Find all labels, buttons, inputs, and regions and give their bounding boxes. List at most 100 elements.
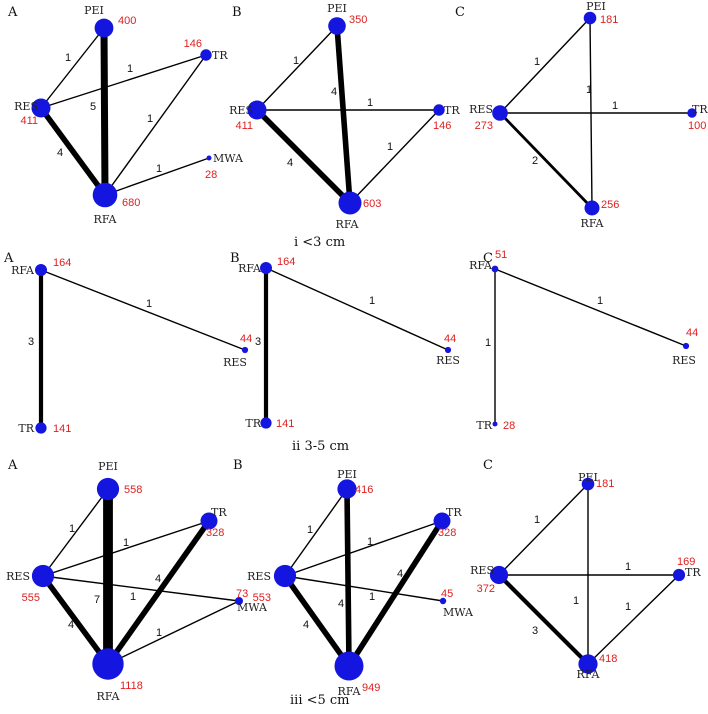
row2-panel-b-node-count-rfa: 164 — [277, 256, 295, 268]
row1-panel-c-edge-label-res-tr: 1 — [612, 100, 618, 112]
row2-panel-c-node-rfa — [491, 265, 499, 273]
row3-panel-b-edge-label-res-rfa: 4 — [303, 619, 309, 631]
row2-panel-c-edge-label-rfa-tr: 1 — [485, 337, 491, 349]
row1-panel-b-node-label-pei: PEI — [327, 2, 347, 15]
row1-panel-a-edge-label-rfa-mwa: 1 — [156, 163, 162, 175]
row1-panel-a-node-label-mwa: MWA — [213, 152, 244, 165]
row1-panel-b-edge-pei-rfa — [334, 25, 353, 204]
row3-panel-c-edge-res-rfa — [497, 573, 590, 666]
row2-panel-a-node-count-res: 44 — [240, 333, 252, 345]
row1-panel-b-node-count-tr: 146 — [433, 120, 451, 132]
row3-panel-a-node-count-mwa: 73 — [236, 588, 248, 600]
row3-panel-a-edge-label-res-mwa: 1 — [130, 591, 136, 603]
row2-panel-b-node-label-res: RES — [436, 354, 460, 367]
row3-panel-b-node-count-mwa: 45 — [441, 588, 453, 600]
row1-panel-a-edge-label-res-rfa: 4 — [57, 147, 63, 159]
row1-panel-a-edge-res-pei — [40, 27, 105, 109]
row1-panel-c-node-count-pei: 181 — [600, 14, 618, 26]
row1-panel-b-edge-res-rfa — [255, 108, 352, 205]
row1-panel-b-node-label-tr: TR — [444, 104, 460, 117]
row3-panel-a-edge-label-res-rfa: 4 — [68, 619, 74, 631]
row2-panel-a-node-rfa — [35, 264, 47, 276]
nodes-layer — [31, 11, 697, 681]
row3-panel-c-node-res — [489, 565, 509, 585]
row1-panel-c-node-pei — [583, 11, 597, 25]
row2-panel-c-node-tr — [492, 421, 498, 427]
row1-panel-c-node-count-tr: 100 — [688, 120, 706, 132]
row1-panel-a-node-pei — [94, 18, 114, 38]
row2-panel-c-node-label-rfa: RFA — [469, 259, 493, 272]
row1-panel-b-node-tr — [433, 104, 445, 116]
row3-panel-a-node-count-pei: 558 — [124, 484, 142, 496]
row2-panel-a-edge-rfa-res — [40, 269, 246, 351]
row3-panel-a-edge-rfa-mwa — [107, 600, 240, 665]
row1-panel-b-node-label-rfa: RFA — [336, 218, 360, 231]
row1-panel-b-node-count-pei: 350 — [349, 14, 367, 26]
row3-panel-b-node-mwa — [439, 597, 447, 605]
row1-panel-b-node-rfa — [338, 191, 362, 215]
row1-panel-c-node-count-res: 273 — [475, 120, 493, 132]
row3-panel-a-edge-res-rfa — [40, 574, 111, 666]
row3-panel-a-edge-label-pei-rfa: 7 — [94, 594, 100, 606]
row1-panel-a-node-res — [31, 98, 51, 118]
row3-panel-b-edge-label-tr-rfa: 4 — [397, 568, 403, 580]
row1-panel-a-node-count-res: 411 — [20, 115, 38, 127]
row1-panel-b-edge-res-pei — [256, 25, 338, 111]
row3-panel-b-node-label-pei: PEI — [337, 468, 357, 481]
row3-panel-a-node-pei — [96, 477, 120, 501]
row2-panel-b-node-tr — [260, 417, 272, 429]
row3-caption: iii <5 cm — [290, 693, 350, 708]
row3-panel-b-letter: B — [233, 458, 243, 473]
row3-panel-b-node-count-tr: 328 — [438, 527, 456, 539]
row1-panel-b-node-pei — [328, 17, 346, 35]
row1-caption: i <3 cm — [294, 235, 345, 250]
row3-panel-b-node-label-res: RES — [247, 570, 271, 583]
row3-panel-b-node-count-pei: 416 — [355, 484, 373, 496]
row3-panel-a-edge-label-res-tr: 1 — [123, 537, 129, 549]
row3-panel-c-node-tr — [672, 568, 686, 582]
row3-panel-b-node-rfa — [334, 651, 364, 681]
row3-panel-b-edge-res-pei — [284, 488, 348, 577]
row3-panel-c-node-label-res: RES — [470, 564, 494, 577]
row3-panel-b-node-tr — [433, 512, 451, 530]
row3-panel-a-edge-label-res-pei: 1 — [69, 523, 75, 535]
row1-panel-b-node-res — [247, 100, 267, 120]
row1-panel-a-node-count-rfa: 680 — [122, 197, 140, 209]
row1-panel-a-edge-pei-rfa — [100, 27, 109, 196]
row3-panel-b-edge-res-rfa — [282, 574, 352, 668]
row3-panel-b-edge-label-res-mwa: 1 — [369, 591, 375, 603]
row1-panel-a-edge-label-tr-rfa: 1 — [147, 113, 153, 125]
row2-panel-a-edge-label-rfa-tr: 3 — [28, 336, 34, 348]
row1-panel-a-node-mwa — [206, 155, 212, 161]
row3-panel-a-edge-res-pei — [42, 488, 109, 577]
row2-panel-c-letter: C — [483, 251, 493, 266]
row3-panel-c-node-label-tr: TR — [685, 566, 701, 579]
row1-panel-c-node-label-pei: PEI — [586, 0, 606, 13]
row1-panel-a-edge-label-pei-rfa: 5 — [90, 101, 96, 113]
row2-panel-a-node-res — [241, 346, 249, 354]
row3-panel-c-node-count-tr: 169 — [677, 556, 695, 568]
row1-panel-c-letter: C — [455, 5, 465, 20]
row2-panel-a-node-count-tr: 141 — [53, 423, 71, 435]
row3-panel-c-edge-tr-rfa — [587, 574, 680, 665]
row1-panel-c-node-res — [492, 105, 508, 121]
row2-panel-a-node-tr — [35, 422, 47, 434]
row2-panel-a-node-label-tr: TR — [18, 422, 34, 435]
row3-panel-b-edge-label-res-tr: 1 — [367, 536, 373, 548]
row3-panel-c-node-label-pei: PEI — [578, 471, 598, 484]
row2-panel-b-edge-label-rfa-res: 1 — [369, 295, 375, 307]
row1-panel-a-edge-label-res-pei: 1 — [65, 52, 71, 64]
row3-panel-a-node-label-rfa: RFA — [97, 690, 121, 703]
row1-panel-a-edge-label-res-tr: 1 — [127, 63, 133, 75]
row1-panel-c-edge-label-res-rfa: 2 — [532, 155, 538, 167]
row3-panel-a-node-count-tr: 328 — [206, 527, 224, 539]
row1-panel-a-edge-res-rfa — [38, 106, 108, 197]
edges-layer — [38, 17, 692, 668]
row2-panel-c-edge-label-rfa-res: 1 — [597, 295, 603, 307]
row1-panel-c-edge-res-rfa — [498, 112, 594, 209]
row3-panel-c-node-count-pei: 181 — [596, 478, 614, 490]
row3-panel-c-node-count-res: 372 — [477, 583, 495, 595]
row1-panel-a-node-label-rfa: RFA — [94, 213, 118, 226]
row2-panel-a-node-count-rfa: 164 — [53, 257, 71, 269]
